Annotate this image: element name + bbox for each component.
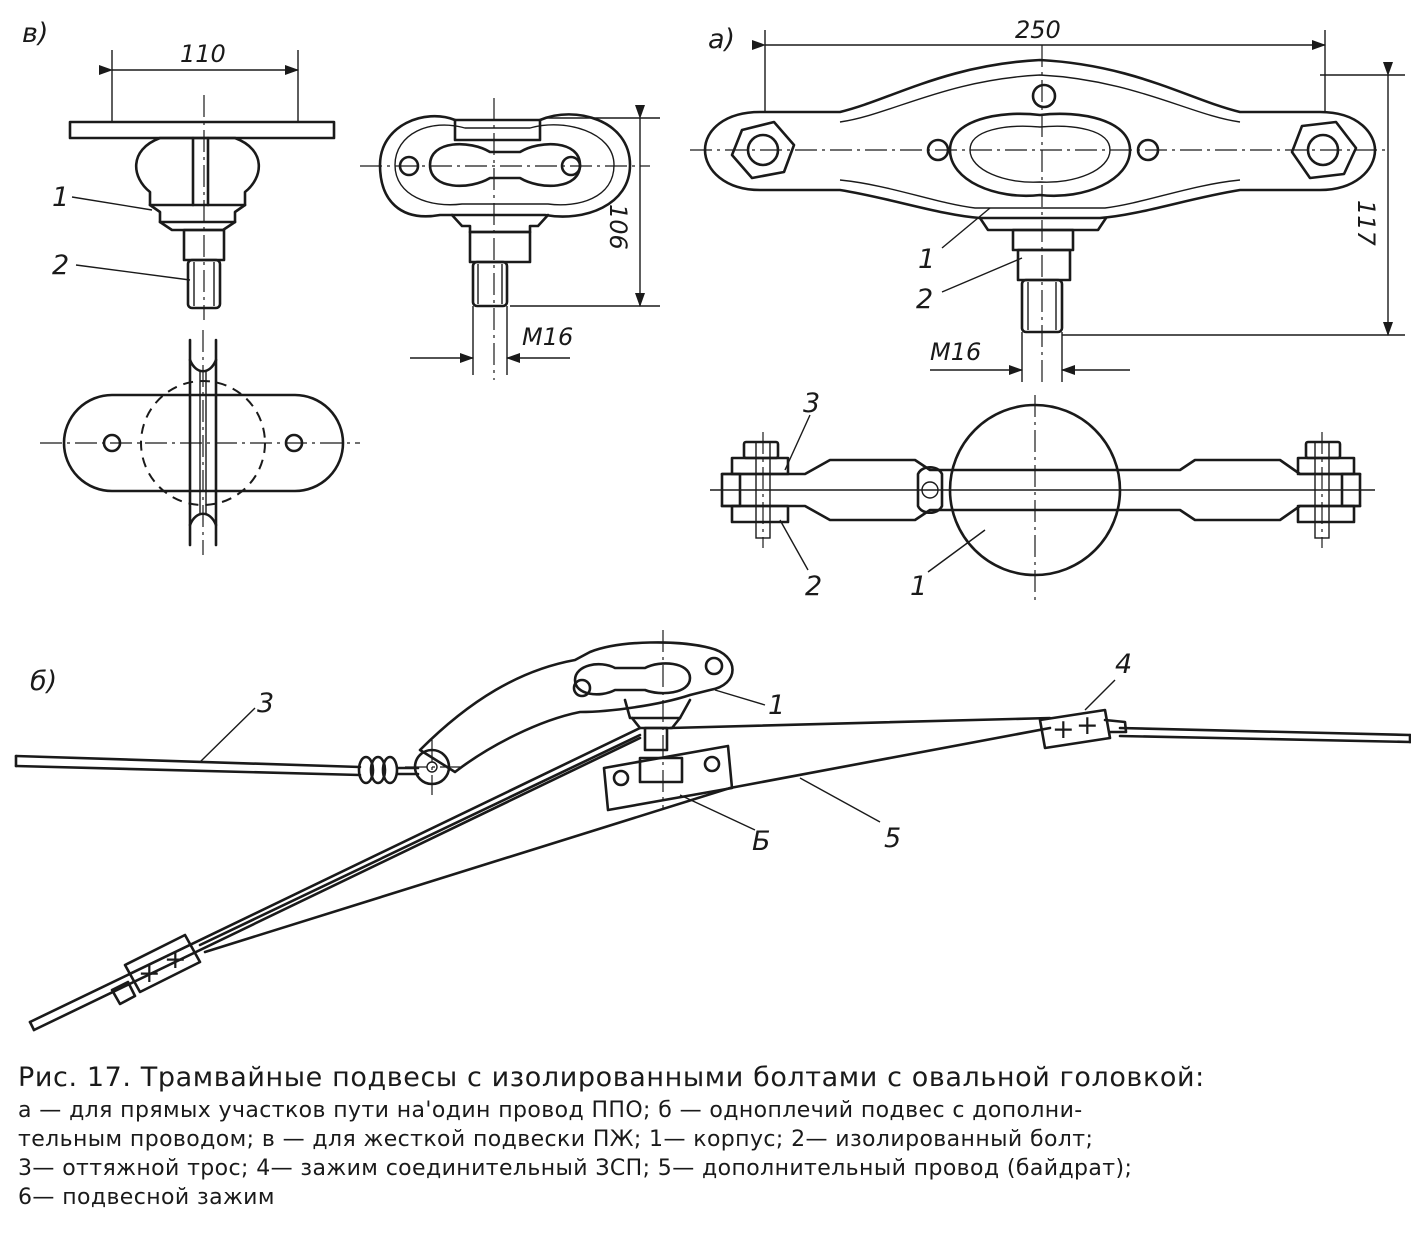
- view-v-letter: в): [22, 18, 48, 49]
- caption-body: а — для прямых участков пути на'один про…: [18, 1096, 1403, 1212]
- view-a-plan: 3 2 1: [710, 388, 1375, 602]
- view-v-elevation-side: 110 1 2: [52, 40, 336, 320]
- view-v-dim-thread: M16: [522, 323, 573, 351]
- view-v-callout-1: 1: [52, 182, 69, 213]
- view-a-plan-callout-2: 2: [805, 571, 822, 602]
- view-a-plan-callout-1: 1: [910, 571, 927, 602]
- view-a-elevation: 250 117 M16 1 2: [690, 16, 1405, 385]
- connecting-clamp-lower: + +: [110, 933, 202, 1006]
- plus-mark: +: [164, 944, 187, 975]
- connecting-clamp-upper: + + 4: [1038, 649, 1132, 750]
- view-a-dim-width: 250: [1015, 16, 1061, 44]
- view-b-callout-B: Б: [752, 826, 771, 857]
- view-a-plan-callout-3: 3: [803, 388, 820, 419]
- view-b-callout-5: 5: [884, 823, 901, 854]
- plus-mark: +: [1052, 714, 1075, 745]
- guy-rope: 3: [14, 688, 460, 795]
- figure-caption: Рис. 17. Трамвайные подвесы с изолирован…: [18, 1060, 1403, 1212]
- caption-line: а — для прямых участков пути на'один про…: [18, 1098, 1083, 1123]
- view-b-callout-3: 3: [257, 688, 274, 719]
- view-b-letter: б): [30, 666, 57, 697]
- plus-mark: +: [1076, 710, 1099, 741]
- technical-drawing: в) 110 1 2: [14, 16, 1411, 1032]
- view-v-elevation-front: 106 M16: [360, 98, 660, 380]
- suspension-arm: 1: [418, 630, 785, 810]
- view-v-dim-width: 110: [180, 40, 226, 68]
- view-v-dim-height: 106: [604, 204, 632, 250]
- view-a-dim-height: 117: [1352, 200, 1380, 247]
- caption-line: тельным проводом; в — для жесткой подвес…: [18, 1127, 1094, 1152]
- view-a-callout-1: 1: [918, 244, 935, 275]
- caption-title: Рис. 17. Трамвайные подвесы с изолирован…: [18, 1062, 1205, 1093]
- plus-mark: +: [138, 958, 161, 989]
- view-a-callout-2: 2: [916, 284, 933, 315]
- view-a: а) 250: [690, 16, 1405, 602]
- view-b-callout-4: 4: [1115, 649, 1132, 680]
- view-a-letter: а): [708, 24, 735, 55]
- wires: 5: [28, 716, 1411, 1032]
- caption-line: 3— оттяжной трос; 4— зажим соединительны…: [18, 1156, 1133, 1181]
- view-v-plan: [40, 330, 360, 555]
- view-b: б) 3 1: [14, 630, 1411, 1032]
- view-v-callout-2: 2: [52, 250, 69, 281]
- view-v: в) 110 1 2: [22, 18, 660, 555]
- caption-line: 6— подвесной зажим: [18, 1185, 275, 1210]
- view-b-callout-1: 1: [768, 690, 785, 721]
- view-a-dim-thread: M16: [930, 338, 981, 366]
